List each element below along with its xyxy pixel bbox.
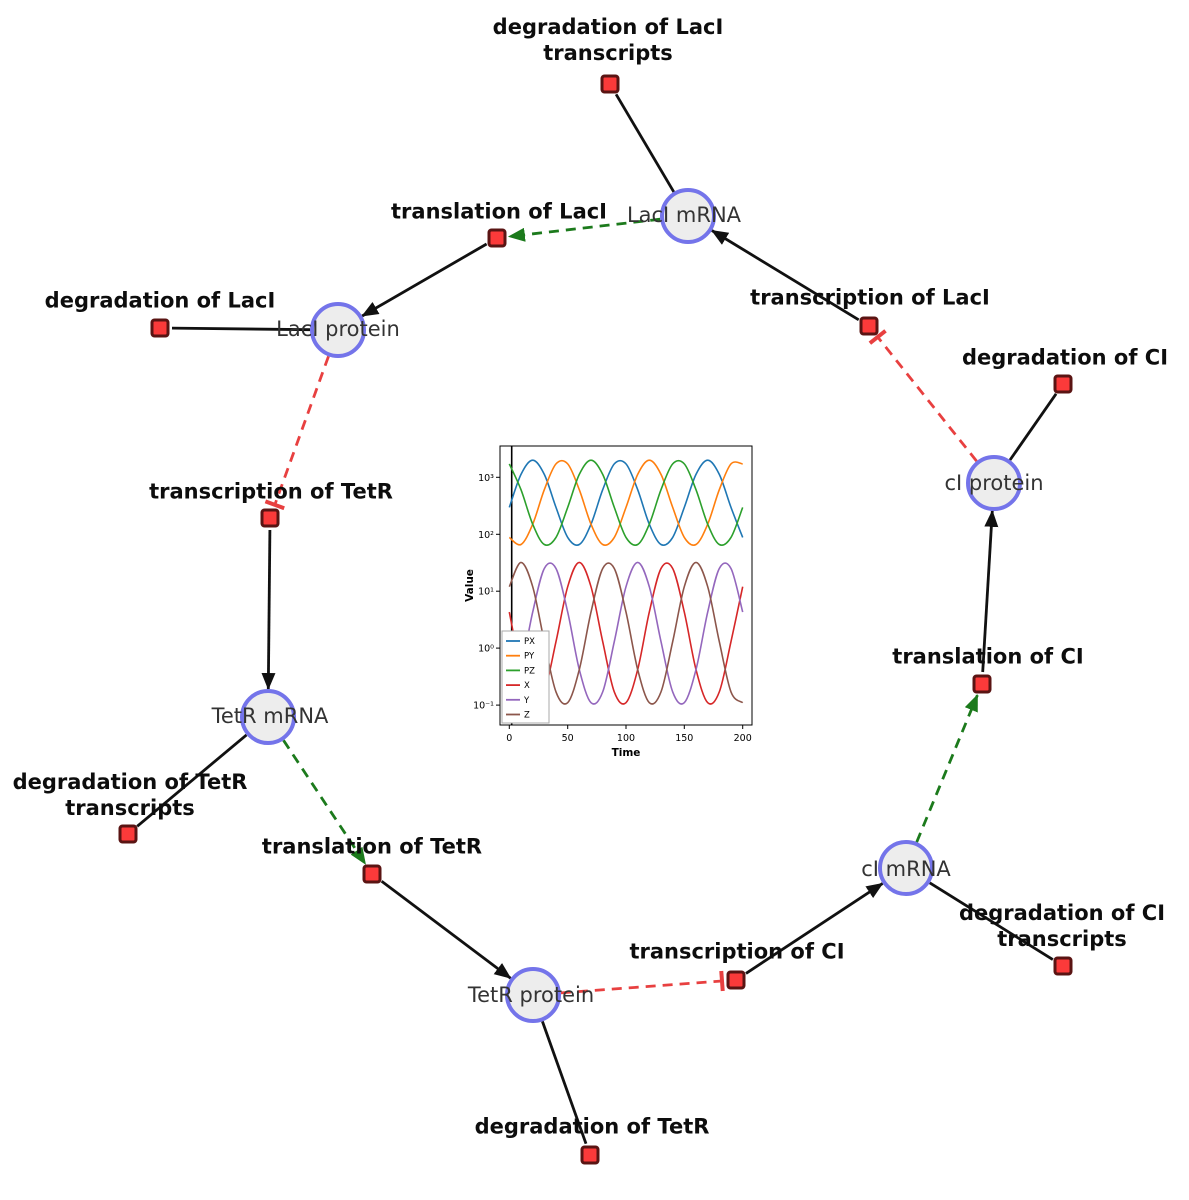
reaction-node-translation-laci[interactable]	[487, 228, 507, 248]
x-tick-label: 50	[562, 733, 574, 744]
reaction-label-deg-laci: degradation of LacI	[44, 288, 276, 313]
legend-item-Z: Z	[524, 711, 530, 721]
edge-laci-mrna-to-deg-laci-transcripts	[614, 93, 676, 193]
edge-ci-mrna-to-deg-ci-transcripts	[928, 881, 1054, 961]
edge-modifier-ci-mrna-to-translation-ci	[915, 694, 979, 843]
species-node-tetr-mrna[interactable]	[240, 689, 296, 745]
legend-item-X: X	[524, 681, 530, 691]
reaction-label-translation-laci: translation of LacI	[391, 199, 607, 224]
y-tick-label: 10⁻¹	[473, 701, 494, 712]
y-tick-label: 10²	[478, 530, 494, 541]
species-label-laci-protein: LacI protein	[276, 317, 400, 341]
reaction-node-deg-ci[interactable]	[1053, 374, 1073, 394]
reaction-label-transcription-tetr: transcription of TetR	[149, 479, 393, 504]
y-tick-label: 10¹	[478, 587, 494, 598]
reaction-node-translation-tetr[interactable]	[362, 864, 382, 884]
reaction-node-transcription-ci[interactable]	[726, 970, 746, 990]
edge-translation-ci-to-ci-protein	[981, 509, 999, 673]
species-label-ci-protein: cI protein	[944, 471, 1044, 495]
reaction-node-deg-tetr-transcripts[interactable]	[118, 824, 138, 844]
series-line-PY	[508, 459, 743, 546]
reaction-label-deg-laci-transcripts: degradation of LacI transcripts	[492, 14, 724, 65]
legend-item-PY: PY	[524, 652, 535, 662]
species-node-laci-mrna[interactable]	[660, 188, 716, 244]
legend-box	[501, 630, 550, 724]
x-tick-label: 150	[675, 733, 693, 744]
edge-inhibition-ci-protein-to-transcription-laci	[868, 329, 978, 462]
edge-modifier-laci-mrna-to-translation-laci	[507, 217, 661, 242]
reaction-node-deg-laci[interactable]	[150, 318, 170, 338]
species-node-ci-protein[interactable]	[966, 455, 1022, 511]
edge-transcription-tetr-to-tetr-mrna	[261, 529, 276, 690]
species-label-tetr-protein: TetR protein	[467, 983, 595, 1007]
reaction-label-translation-tetr: translation of TetR	[261, 834, 483, 859]
edge-ci-protein-to-deg-ci	[1008, 392, 1058, 461]
edge-tetr-protein-to-deg-tetr	[541, 1020, 588, 1145]
species-label-tetr-mrna: TetR mRNA	[211, 704, 329, 728]
edge-transcription-ci-to-ci-mrna	[745, 882, 884, 975]
edge-inhibition-laci-protein-to-transcription-tetr	[264, 355, 330, 511]
reaction-label-deg-tetr-transcripts: degradation of TetR transcripts	[12, 769, 248, 820]
species-label-ci-mrna: cI mRNA	[861, 857, 951, 881]
reaction-node-deg-ci-transcripts[interactable]	[1053, 956, 1073, 976]
edge-inhibition-tetr-protein-to-transcription-ci	[560, 970, 725, 995]
reaction-node-transcription-laci[interactable]	[859, 316, 879, 336]
y-tick-label: 10⁰	[478, 644, 494, 655]
reaction-label-deg-ci: degradation of CI	[961, 345, 1169, 370]
reaction-label-deg-ci-transcripts: degradation of CI transcripts	[958, 900, 1166, 951]
legend-item-Y: Y	[523, 696, 530, 706]
edge-laci-protein-to-deg-laci	[171, 326, 311, 332]
reaction-label-translation-ci: translation of CI	[892, 644, 1084, 669]
legend-item-PZ: PZ	[524, 666, 535, 676]
edge-modifier-tetr-mrna-to-translation-tetr	[282, 739, 367, 865]
reaction-label-transcription-laci: transcription of LacI	[750, 285, 990, 310]
x-axis-label: Time	[612, 747, 641, 759]
reaction-node-deg-laci-transcripts[interactable]	[600, 74, 620, 94]
reaction-label-deg-tetr: degradation of TetR	[474, 1114, 710, 1139]
reaction-label-transcription-ci: transcription of CI	[629, 939, 845, 964]
reaction-node-transcription-tetr[interactable]	[260, 508, 280, 528]
x-tick-label: 100	[617, 733, 635, 744]
species-node-laci-protein[interactable]	[310, 302, 366, 358]
y-axis-label: Value	[464, 569, 476, 602]
reaction-node-translation-ci[interactable]	[972, 674, 992, 694]
species-node-ci-mrna[interactable]	[878, 840, 934, 896]
edge-translation-tetr-to-tetr-protein	[380, 880, 512, 980]
species-node-tetr-protein[interactable]	[505, 967, 561, 1023]
reaction-node-deg-tetr[interactable]	[580, 1145, 600, 1165]
series-line-Y	[508, 561, 744, 705]
legend-item-PX: PX	[524, 637, 535, 647]
y-tick-label: 10³	[478, 473, 494, 484]
edge-translation-laci-to-laci-protein	[361, 242, 488, 318]
species-label-laci-mrna: LacI mRNA	[626, 203, 742, 227]
x-tick-label: 200	[734, 733, 752, 744]
edge-tetr-mrna-to-deg-tetr-transcripts	[136, 733, 248, 828]
x-tick-label: 0	[506, 733, 512, 744]
edge-transcription-laci-to-laci-mrna	[711, 229, 860, 321]
series-line-PZ	[508, 459, 744, 546]
